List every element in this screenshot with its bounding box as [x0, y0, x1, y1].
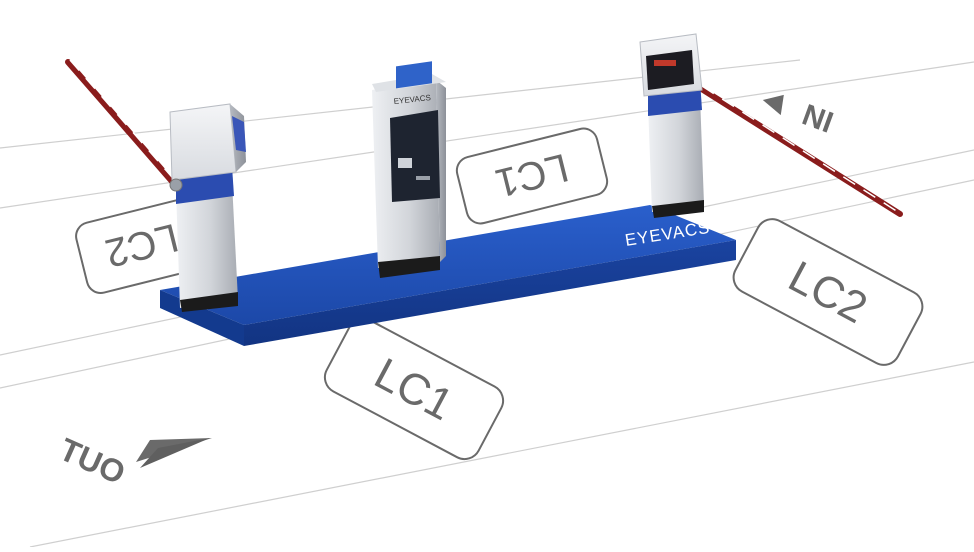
island-base: EYEVACS — [160, 205, 736, 346]
direction-out: OUT — [54, 431, 131, 492]
kiosk-brand-label: EYEVACS — [393, 93, 431, 106]
arrow-icon — [140, 438, 210, 468]
hinge-icon — [169, 178, 183, 192]
ticket-kiosk: EYEVACS — [372, 61, 446, 278]
arrow-icon — [762, 94, 784, 116]
right-boom-arm — [697, 85, 903, 217]
loop-lc1-front: LC1 — [323, 317, 505, 461]
gate-display-panel — [646, 50, 694, 90]
kiosk-control-panel — [390, 110, 440, 202]
kiosk-screen — [396, 61, 432, 89]
right-barrier-gate — [639, 33, 704, 218]
loop-lc1-rear: LC1 — [455, 127, 609, 225]
left-boom-arm — [65, 59, 179, 189]
loop-lc2-front: LC2 — [732, 218, 924, 366]
direction-out-label: OUT — [54, 431, 131, 492]
direction-in-label: IN — [798, 97, 837, 138]
gate-display-light — [654, 60, 676, 66]
kiosk-card-slot — [398, 158, 412, 168]
left-barrier-gate — [169, 103, 246, 312]
kiosk-ticket-slot — [416, 176, 430, 180]
